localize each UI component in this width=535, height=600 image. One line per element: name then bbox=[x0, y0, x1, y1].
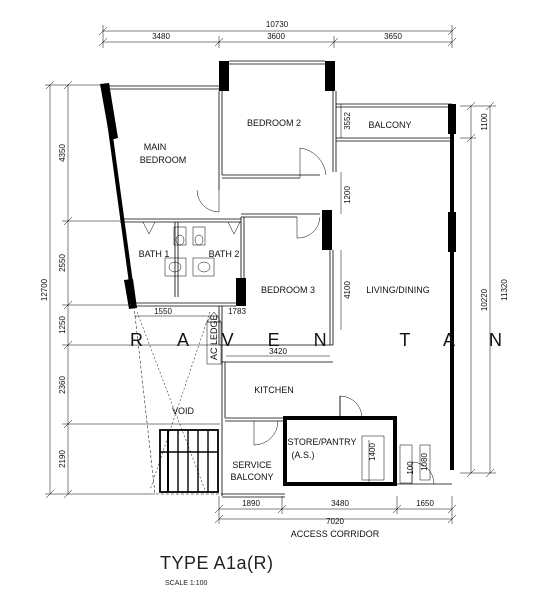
column-block bbox=[322, 210, 332, 250]
kitchen-label: KITCHEN bbox=[254, 385, 294, 395]
plan-scale: SCALE 1:100 bbox=[165, 580, 208, 587]
toilet-icon bbox=[173, 226, 187, 246]
bath2-door bbox=[227, 221, 241, 235]
main-bedroom-door bbox=[196, 189, 220, 213]
main-bedroom-label-2: BEDROOM bbox=[140, 155, 187, 165]
bath1-door bbox=[142, 221, 156, 235]
inner-dim-corridor: 1200 bbox=[343, 186, 352, 204]
bottom-dim-3: 1650 bbox=[416, 499, 434, 508]
right-dimension-lines bbox=[460, 101, 496, 478]
service-balcony-label-2: BALCONY bbox=[230, 472, 273, 482]
bath2-label: BATH 2 bbox=[209, 249, 240, 259]
right-inner-dim: 10220 bbox=[480, 288, 489, 311]
watermark: RAVEN TAN bbox=[130, 330, 535, 350]
right-top-dim: 1100 bbox=[480, 113, 489, 131]
window-block bbox=[236, 278, 246, 306]
left-dim-5: 2190 bbox=[58, 450, 67, 468]
store-shelf bbox=[361, 435, 385, 481]
left-dim-3: 1250 bbox=[58, 316, 67, 334]
bedroom3-door bbox=[296, 216, 321, 239]
left-dim-4: 2360 bbox=[58, 376, 67, 394]
ac-ledge-label: AC LEDGE bbox=[209, 314, 219, 360]
top-dim-3: 3650 bbox=[384, 32, 402, 41]
window-block bbox=[448, 212, 456, 252]
stair-icon bbox=[159, 429, 219, 493]
column-block bbox=[448, 104, 456, 134]
top-dim-2: 3600 bbox=[267, 32, 285, 41]
window-block bbox=[100, 83, 118, 140]
window-block bbox=[124, 279, 137, 309]
left-dim-1: 4350 bbox=[58, 144, 67, 162]
plan-title: TYPE A1a(R) bbox=[160, 553, 274, 573]
top-total-dim: 10730 bbox=[266, 20, 289, 29]
bath1-label: BATH 1 bbox=[139, 249, 170, 259]
inner-dim-balcony: 3552 bbox=[343, 112, 352, 130]
top-dim-1: 3480 bbox=[152, 32, 170, 41]
inner-dim-kitchen: 3420 bbox=[269, 347, 287, 356]
access-corridor-label: ACCESS CORRIDOR bbox=[291, 529, 380, 539]
right-outer-dim: 11320 bbox=[500, 279, 509, 301]
inner-dim-bed3: 4100 bbox=[343, 281, 352, 299]
bottom-total-dim: 7020 bbox=[326, 517, 344, 526]
inner-dim-bath: 1550 bbox=[154, 307, 172, 316]
left-dim-2: 2550 bbox=[58, 254, 67, 272]
bedroom3-label: BEDROOM 3 bbox=[261, 285, 315, 295]
inner-dim-bath-small: 1783 bbox=[228, 307, 246, 316]
inner-dim-store: 1400 bbox=[368, 443, 377, 461]
basin-icon bbox=[192, 257, 215, 277]
main-bedroom-label-1: MAIN bbox=[144, 142, 167, 152]
living-dining-label: LIVING/DINING bbox=[366, 285, 430, 295]
toilet-icon bbox=[192, 226, 206, 246]
service-balcony-door bbox=[253, 420, 279, 446]
basin-icon bbox=[164, 257, 187, 277]
bottom-dim-2: 3480 bbox=[331, 499, 349, 508]
inner-dim-bin2: 1080 bbox=[420, 453, 429, 471]
inner-dim-bin: 100 bbox=[406, 461, 415, 475]
store-label-1: STORE/PANTRY bbox=[287, 437, 356, 447]
column-block bbox=[219, 61, 229, 91]
bottom-dim-1: 1890 bbox=[242, 499, 260, 508]
left-total-dim: 12700 bbox=[40, 278, 49, 301]
top-dimension-lines bbox=[98, 25, 457, 48]
column-block bbox=[325, 61, 335, 91]
bedroom2-door bbox=[299, 147, 327, 178]
bedroom2-label: BEDROOM 2 bbox=[247, 118, 301, 128]
left-dimension-lines bbox=[45, 80, 220, 499]
void-label: VOID bbox=[172, 406, 195, 416]
store-label-2: (A.S.) bbox=[291, 450, 314, 460]
service-balcony-label-1: SERVICE bbox=[232, 460, 271, 470]
bottom-dimension-lines bbox=[214, 496, 457, 524]
store-door bbox=[339, 395, 363, 419]
balcony-label: BALCONY bbox=[368, 120, 411, 130]
